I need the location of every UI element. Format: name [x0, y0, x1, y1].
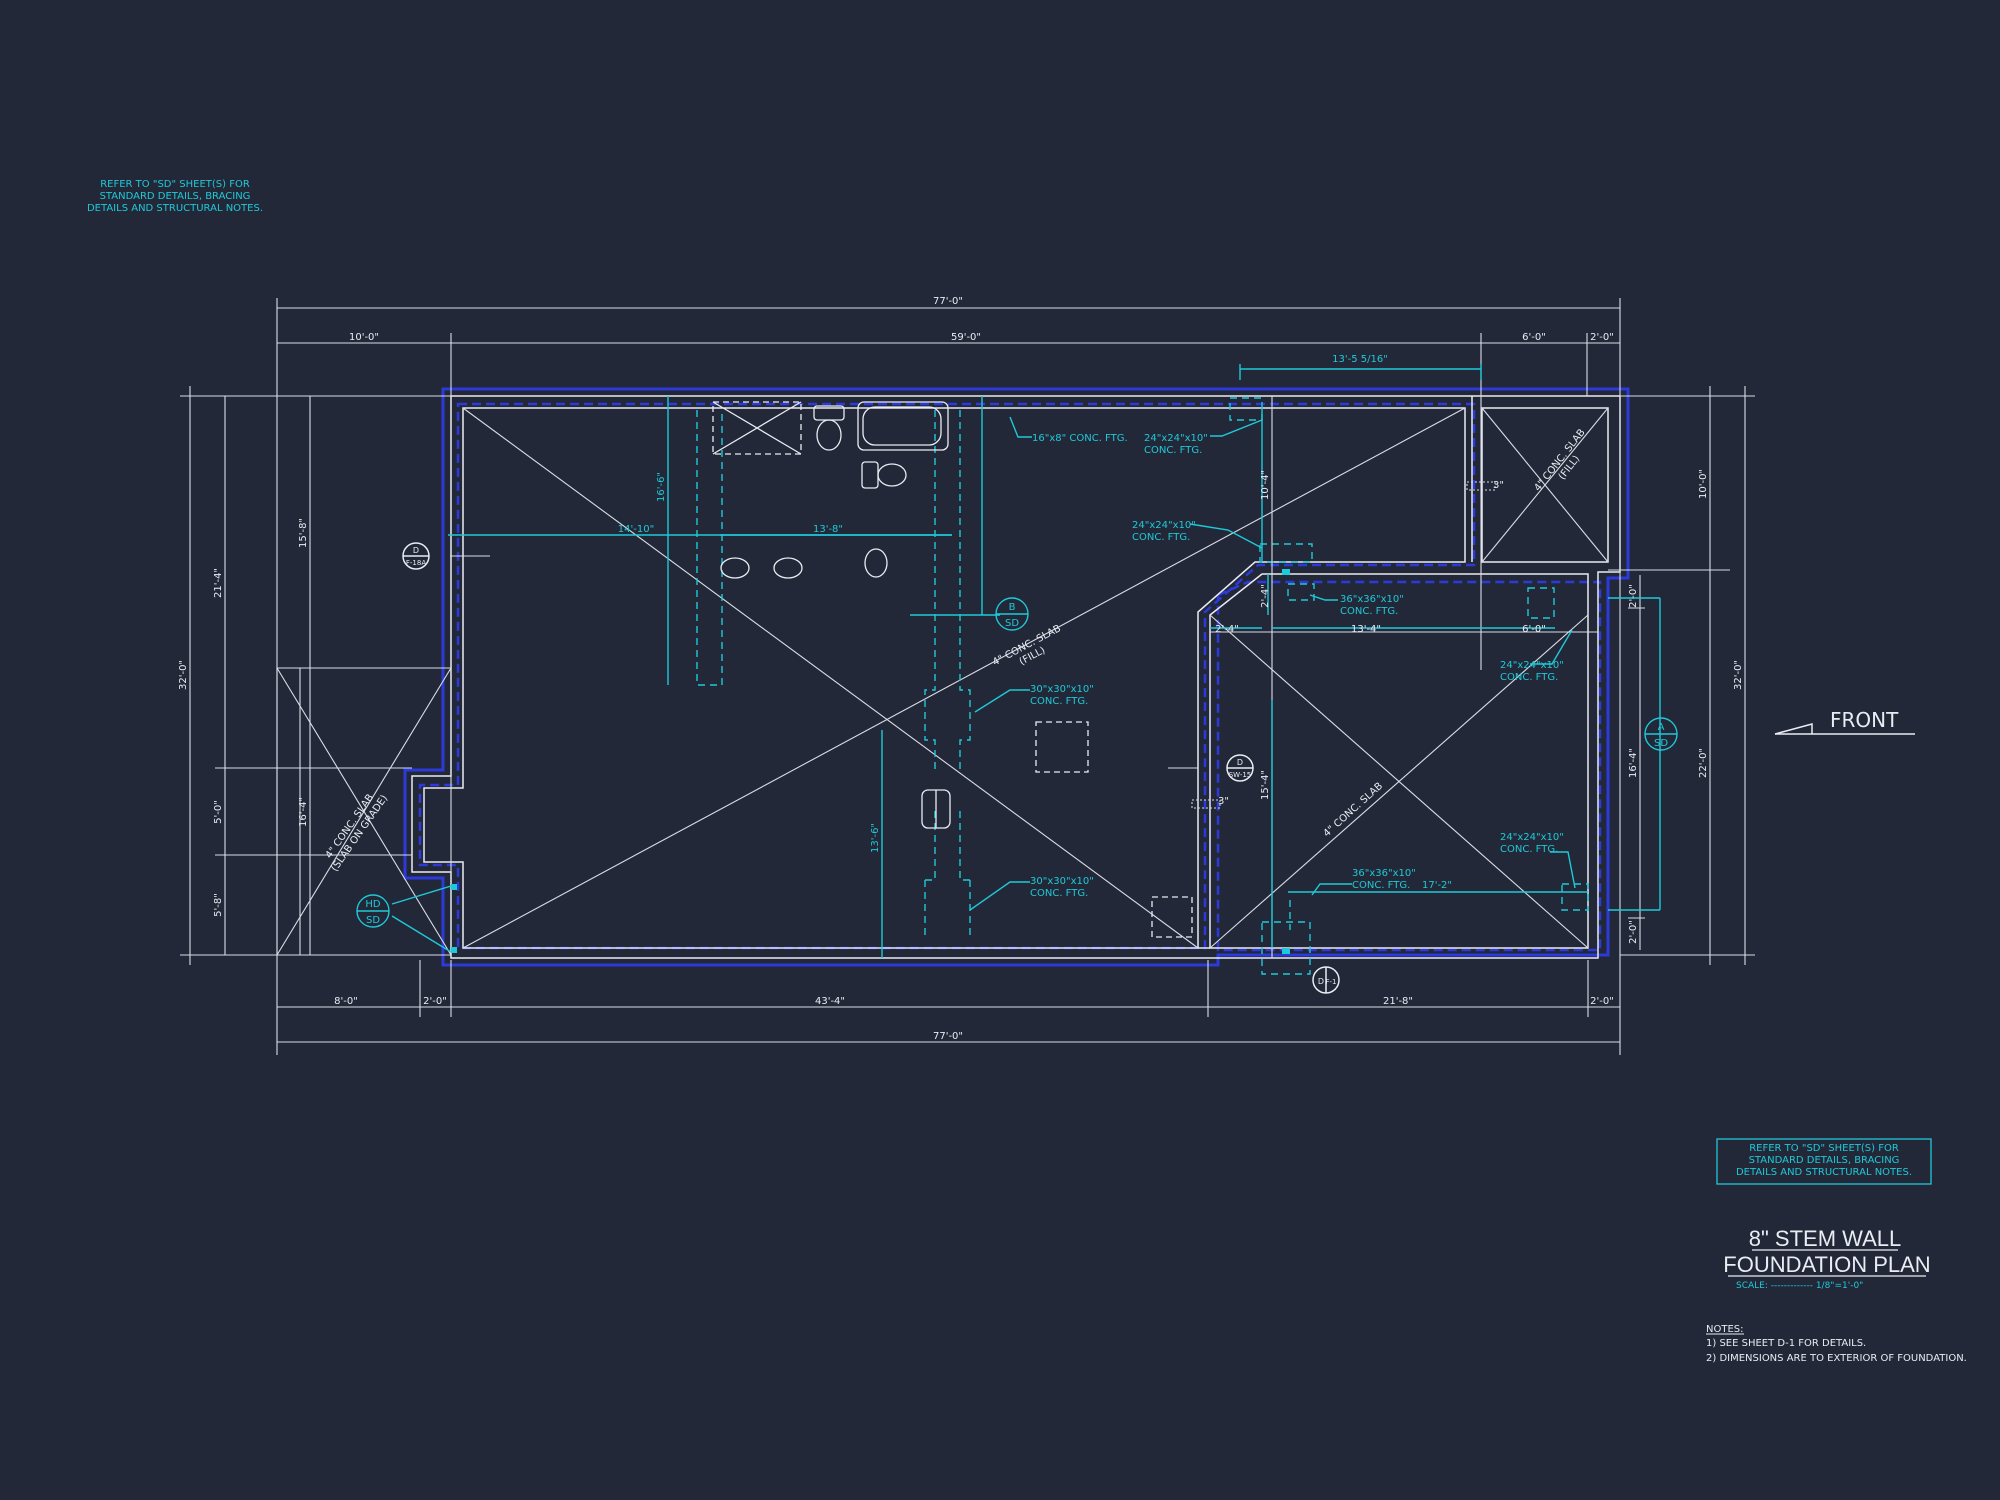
dim-13-6: 13'-6" — [870, 823, 881, 853]
dim-2-0-lower: 2'-0" — [1628, 920, 1639, 944]
dim-16-4-right: 16'-4" — [1628, 748, 1639, 778]
tag-a-bottom: SD — [1654, 738, 1668, 749]
dim-right-a: 10'-0" — [1698, 469, 1709, 499]
dim-left-b: 5'-0" — [213, 800, 224, 824]
dim-13-4: 13'-4" — [1351, 624, 1381, 635]
general-note-line-1: REFER TO "SD" SHEET(S) FOR — [100, 179, 250, 190]
dim-left-overall: 32'-0" — [178, 660, 189, 690]
label-30-ftg-a-2: CONC. FTG. — [1030, 696, 1088, 707]
title-line-1: 8" STEM WALL — [1749, 1226, 1901, 1251]
dim-bot-a: 8'-0" — [334, 996, 358, 1007]
dim-6-0: 6'-0" — [1522, 624, 1546, 635]
dim-15-4: 15'-4" — [1260, 770, 1271, 800]
dim-2-4-vert: 2'-4" — [1260, 584, 1271, 608]
label-36-ftg-a-1: 36"x36"x10" — [1340, 594, 1404, 605]
tag-a-top: A — [1658, 722, 1665, 733]
dim-left-e: 16'-4" — [298, 797, 309, 827]
tag-b-top: B — [1009, 602, 1016, 613]
plumbing-fixtures — [712, 401, 951, 829]
notes-box — [1716, 1138, 1932, 1185]
dim-17-2: 17'-2" — [1422, 880, 1452, 891]
dim-14-10: 14'-10" — [618, 524, 654, 535]
label-16x8-ftg: 16"x8" CONC. FTG. — [1032, 433, 1128, 444]
dim-left-c: 5'-8" — [213, 893, 224, 917]
tag-b-bottom: SD — [1005, 618, 1019, 629]
dim-top-overall: 77'-0" — [933, 296, 963, 307]
dim-10-4: 10'-4" — [1260, 470, 1271, 500]
general-note-line-2: STANDARD DETAILS, BRACING — [100, 191, 251, 202]
label-24-ftg-c-2: CONC. FTG. — [1500, 672, 1558, 683]
label-36-ftg-b-1: 36"x36"x10" — [1352, 868, 1416, 879]
label-36-ftg-b-2: CONC. FTG. — [1352, 880, 1410, 891]
dim-top-mid: 59'-0" — [951, 332, 981, 343]
label-24-ftg-d-1: 24"x24"x10" — [1500, 832, 1564, 843]
tag-d-left-bottom: F-18A — [406, 559, 426, 567]
label-24-ftg-b-2: CONC. FTG. — [1132, 532, 1190, 543]
dim-right-overall: 32'-0" — [1733, 660, 1744, 690]
tag-d-bot-top: D — [1318, 977, 1324, 986]
dim-top-left: 10'-0" — [349, 332, 379, 343]
dim-right-b: 22'-0" — [1698, 748, 1709, 778]
dim-16-6: 16'-6" — [656, 472, 667, 502]
tag-hd-top: HD — [365, 899, 381, 910]
tag-d-mid-top: D — [1237, 758, 1243, 767]
label-slab-garage: 4" CONC. SLAB — [1322, 781, 1386, 840]
dim-left-d: 15'-8" — [298, 518, 309, 548]
dim-left-a: 21'-4" — [213, 568, 224, 598]
dim-top-r1: 6'-0" — [1522, 332, 1546, 343]
label-24-ftg-b-1: 24"x24"x10" — [1132, 520, 1196, 531]
inner-dimension-lines — [448, 364, 1661, 958]
tag-hd-bottom: SD — [366, 915, 380, 926]
dimension-lines — [180, 298, 1755, 1055]
notes-box-line-2: STANDARD DETAILS, BRACING — [1749, 1155, 1900, 1166]
notes-heading: NOTES: — [1706, 1324, 1744, 1335]
tag-d-bot-bottom: F-1 — [1325, 978, 1336, 986]
dim-2-0-upper: 2'-0" — [1628, 584, 1639, 608]
label-24-ftg-d-2: CONC. FTG. — [1500, 844, 1558, 855]
tag-d-left-top: D — [413, 546, 419, 555]
general-note-line-3: DETAILS AND STRUCTURAL NOTES. — [87, 203, 263, 214]
dim-13-8: 13'-8" — [813, 524, 843, 535]
tag-d-mid-bottom: SW-15 — [1229, 771, 1252, 779]
dim-bot-b: 2'-0" — [423, 996, 447, 1007]
title-scale: SCALE: ------------- 1/8"=1'-0" — [1736, 1281, 1863, 1291]
detail-callouts — [356, 542, 1678, 994]
label-30-ftg-a-1: 30"x30"x10" — [1030, 684, 1094, 695]
notes-item-1: 1) SEE SHEET D-1 FOR DETAILS. — [1706, 1338, 1866, 1349]
front-label: FRONT — [1830, 708, 1899, 732]
leader-lines — [391, 416, 1576, 953]
dim-3-upper: 3" — [1493, 480, 1504, 491]
dim-top-r2: 2'-0" — [1590, 332, 1614, 343]
label-36-ftg-a-2: CONC. FTG. — [1340, 606, 1398, 617]
dim-2-4-horiz: 2'-4" — [1215, 624, 1239, 635]
label-24-ftg-a-1: 24"x24"x10" — [1144, 433, 1208, 444]
dim-top-inner: 13'-5 5/16" — [1332, 354, 1388, 365]
notes-item-2: 2) DIMENSIONS ARE TO EXTERIOR OF FOUNDAT… — [1706, 1353, 1967, 1364]
dim-bot-overall: 77'-0" — [933, 1031, 963, 1042]
dim-bot-c: 43'-4" — [815, 996, 845, 1007]
dim-bot-d: 21'-8" — [1383, 996, 1413, 1007]
label-24-ftg-c-1: 24"x24"x10" — [1500, 660, 1564, 671]
dim-3-lower: 3" — [1218, 796, 1229, 807]
notes-box-line-3: DETAILS AND STRUCTURAL NOTES. — [1736, 1167, 1912, 1178]
front-arrow — [1774, 723, 1915, 735]
label-24-ftg-a-2: CONC. FTG. — [1144, 445, 1202, 456]
label-30-ftg-b-2: CONC. FTG. — [1030, 888, 1088, 899]
label-30-ftg-b-1: 30"x30"x10" — [1030, 876, 1094, 887]
title-line-2: FOUNDATION PLAN — [1723, 1252, 1930, 1277]
dim-bot-e: 2'-0" — [1590, 996, 1614, 1007]
notes-box-line-1: REFER TO "SD" SHEET(S) FOR — [1749, 1143, 1899, 1154]
